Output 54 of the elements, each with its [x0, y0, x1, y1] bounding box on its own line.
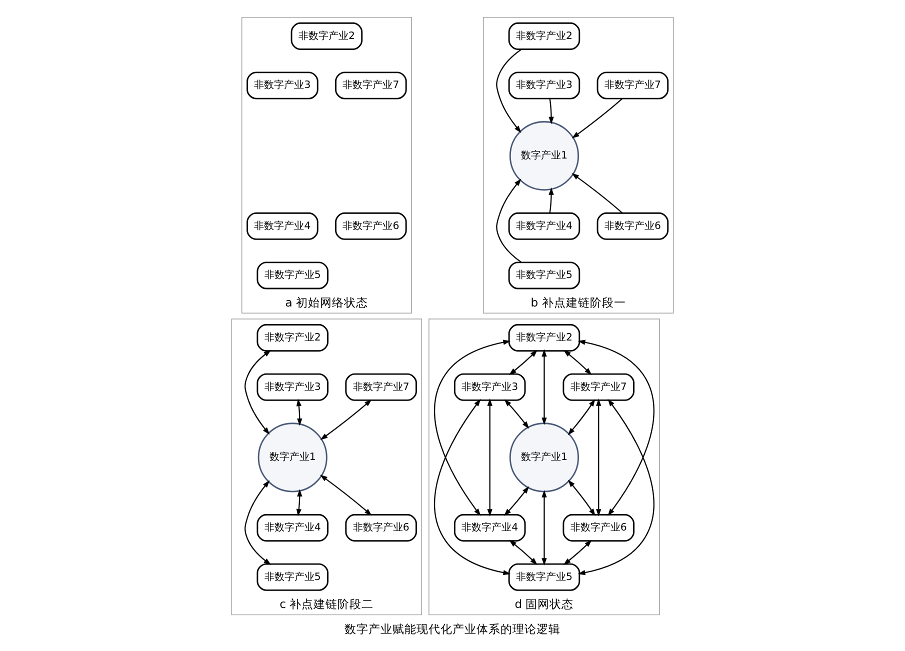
node-box: 非数字产业4: [256, 514, 328, 542]
node-box: 非数字产业3: [246, 72, 318, 100]
arrow: [542, 349, 547, 426]
node-box: 非数字产业3: [508, 72, 580, 100]
arrow: [563, 350, 592, 375]
node-box: 非数字产业5: [256, 563, 328, 591]
arrow: [504, 486, 530, 516]
arrow: [548, 98, 554, 124]
arrow: [487, 398, 492, 516]
node-box: 非数字产业6: [345, 514, 417, 542]
node-box: 非数字产业4: [246, 212, 318, 240]
arrow: [434, 340, 511, 516]
node-box: 非数字产业7: [335, 72, 407, 100]
arrow: [578, 340, 654, 516]
arrow: [548, 187, 554, 214]
arrow: [568, 399, 596, 436]
arrow: [496, 178, 522, 263]
arrow: [563, 540, 592, 565]
arrow: [296, 398, 302, 426]
node-circle: 数字产业1: [509, 422, 580, 492]
arrow: [508, 350, 538, 376]
node-box: 非数字产业4: [454, 514, 526, 542]
node-box: 非数字产业3: [454, 373, 526, 401]
node-box: 非数字产业6: [335, 212, 407, 240]
node-box: 非数字产业5: [256, 262, 328, 290]
arrow: [320, 474, 372, 516]
arrow: [296, 489, 302, 516]
node-box: 非数字产业6: [562, 514, 634, 542]
node-box: 非数字产业5: [508, 262, 580, 290]
node-box: 非数字产业7: [562, 373, 634, 401]
node-box: 非数字产业2: [508, 22, 580, 50]
node-box: 非数字产业2: [508, 324, 580, 352]
node-box: 非数字产业4: [508, 212, 580, 240]
node-box: 非数字产业2: [290, 22, 363, 50]
node-box: 非数字产业6: [596, 212, 669, 240]
arrow: [496, 48, 522, 133]
caption: 数字产业赋能现代化产业体系的理论逻辑: [344, 622, 560, 636]
node-box: 非数字产业3: [256, 373, 328, 401]
arrow: [542, 490, 547, 566]
arrow: [244, 350, 272, 435]
arrow: [568, 480, 596, 516]
arrow: [504, 399, 530, 429]
node-box: 非数字产业5: [508, 563, 580, 591]
node-box: 非数字产业2: [256, 324, 328, 352]
node-box: 非数字产业7: [596, 72, 669, 100]
arrow: [572, 98, 622, 138]
arrow: [572, 173, 623, 214]
arrow: [578, 398, 654, 576]
arrow: [320, 399, 372, 440]
arrow: [434, 398, 511, 576]
arrow: [596, 398, 602, 516]
arrow: [509, 540, 538, 565]
arrow: [244, 480, 272, 565]
node-box: 非数字产业7: [345, 373, 417, 401]
